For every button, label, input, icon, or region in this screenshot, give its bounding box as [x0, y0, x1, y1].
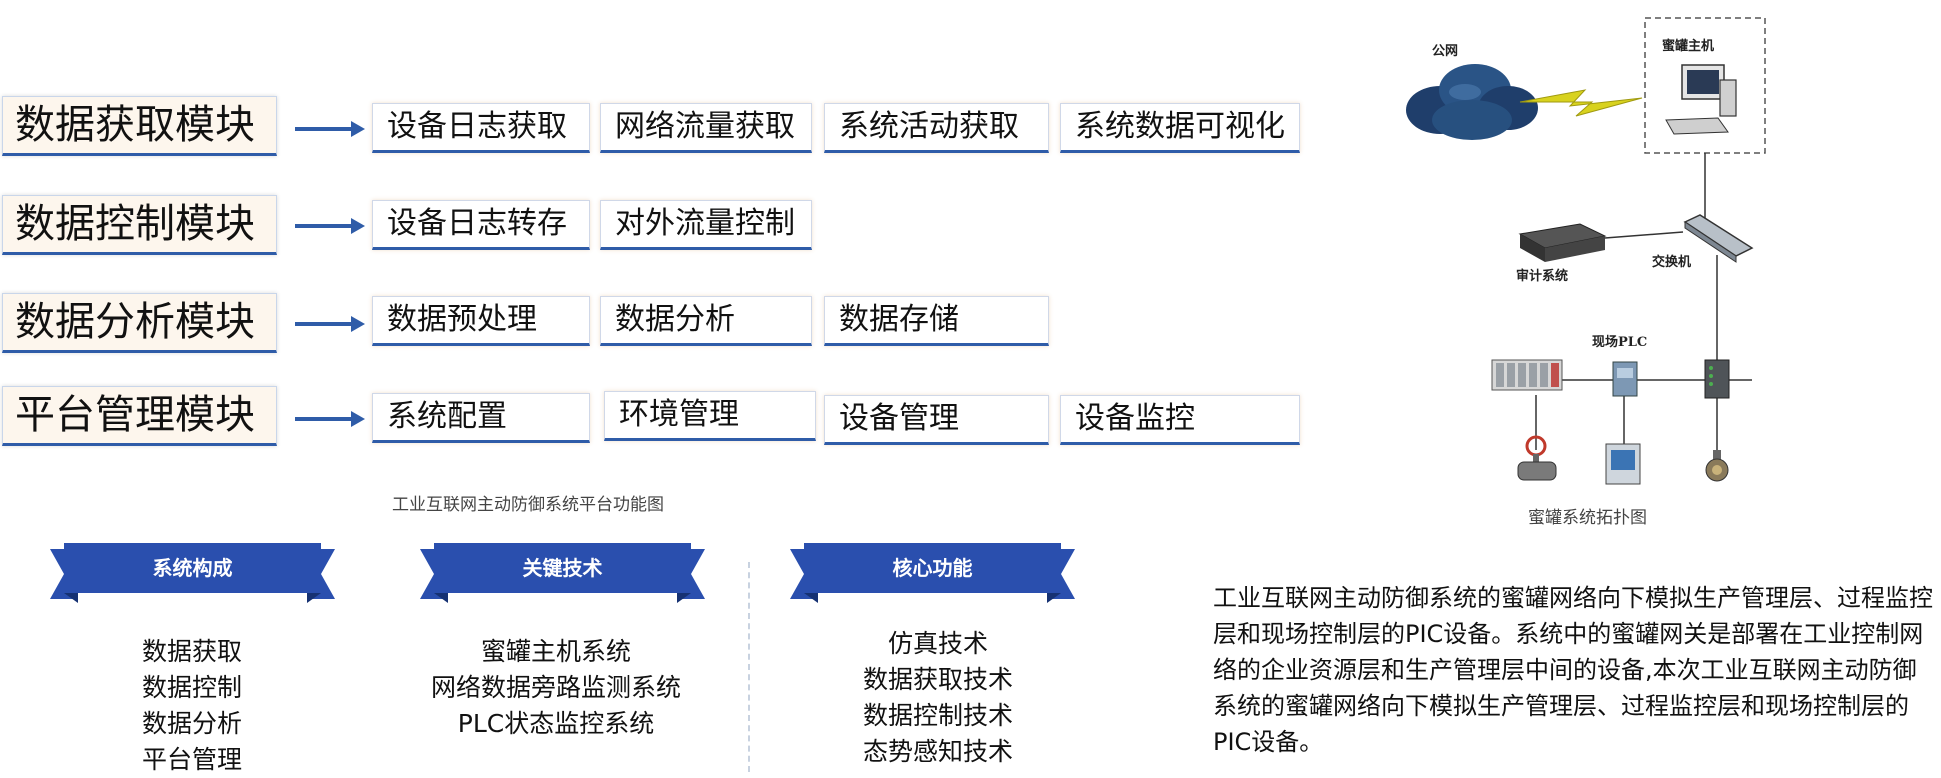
column-title: 系统构成 [152, 556, 233, 580]
list-item: 数据获取 [141, 637, 242, 666]
public-net-label: 公网 [1432, 44, 1458, 59]
module-item: 网络流量获取 [600, 103, 812, 153]
module-item: 数据预处理 [372, 296, 590, 346]
module-item: 系统活动获取 [824, 103, 1049, 153]
list-item: 态势感知技术 [862, 737, 1013, 766]
cloud-icon [1406, 64, 1538, 140]
sensor-icon [1705, 450, 1729, 482]
switch-label: 交换机 [1652, 254, 1691, 270]
list-item: PLC状态监控系统 [457, 709, 655, 738]
module-item: 设备日志转存 [372, 200, 590, 250]
description-text: 工业互联网主动防御系统的蜜罐网络向下模拟生产管理层、过程监控层和现场控制层的PI… [1213, 584, 1933, 756]
module-label: 数据获取模块 [2, 96, 277, 156]
audit-system-label: 审计系统 [1516, 268, 1568, 284]
banner-ribbon [50, 543, 335, 603]
field-plc-label: 现场PLC [1592, 335, 1647, 350]
column-list: 数据获取 数据控制 数据分析 平台管理 [42, 634, 342, 778]
field-switch-icon [1704, 359, 1730, 399]
list-item: 网络数据旁路监测系统 [430, 673, 681, 702]
list-item: 数据控制技术 [862, 701, 1013, 730]
module-label: 数据控制模块 [2, 195, 277, 255]
column-title: 核心功能 [892, 556, 973, 580]
module-label: 平台管理模块 [2, 386, 277, 446]
right-arrow-icon [295, 411, 365, 427]
right-arrow-icon [295, 218, 365, 234]
plc-module-icon [1612, 361, 1638, 397]
topology-caption: 蜜罐系统拓扑图 [1528, 508, 1647, 528]
platform-caption: 工业互联网主动防御系统平台功能图 [392, 495, 664, 515]
column-list: 蜜罐主机系统 网络数据旁路监测系统 PLC状态监控系统 [406, 634, 706, 742]
banner-ribbon [420, 543, 705, 603]
valve-icon [1517, 435, 1557, 481]
plc-rack-icon [1491, 359, 1563, 391]
wireless-link-icon [1519, 89, 1643, 117]
switch-icon [1683, 214, 1754, 263]
right-arrow-icon [295, 121, 365, 137]
module-item: 系统配置 [372, 393, 590, 443]
module-item: 系统数据可视化 [1060, 103, 1300, 153]
module-item: 设备监控 [1060, 395, 1300, 445]
list-item: 数据控制 [141, 673, 242, 702]
server-icon [1518, 223, 1607, 262]
list-item: 仿真技术 [887, 629, 988, 658]
module-item: 环境管理 [604, 391, 816, 441]
list-item: 数据分析 [141, 709, 242, 738]
right-arrow-icon [295, 316, 365, 332]
module-label: 数据分析模块 [2, 293, 277, 353]
module-item: 数据分析 [600, 296, 812, 346]
module-item: 设备日志获取 [372, 103, 590, 153]
column-title: 关键技术 [522, 556, 603, 580]
computer-icon [1665, 64, 1737, 135]
column-divider [748, 562, 750, 772]
module-item: 数据存储 [824, 296, 1049, 346]
module-item: 设备管理 [824, 395, 1049, 445]
module-item: 对外流量控制 [600, 200, 812, 250]
list-item: 蜜罐主机系统 [480, 637, 631, 666]
list-item: 平台管理 [141, 745, 242, 774]
topology-diagram: 公网 蜜罐主机 交换机 审计系统 现场PLC [1406, 17, 1766, 485]
list-item: 数据获取技术 [862, 665, 1013, 694]
banner-ribbon [790, 543, 1075, 603]
honeypot-host-label: 蜜罐主机 [1662, 38, 1714, 54]
column-list: 仿真技术 数据获取技术 数据控制技术 态势感知技术 [788, 626, 1088, 770]
meter-icon [1605, 443, 1641, 485]
